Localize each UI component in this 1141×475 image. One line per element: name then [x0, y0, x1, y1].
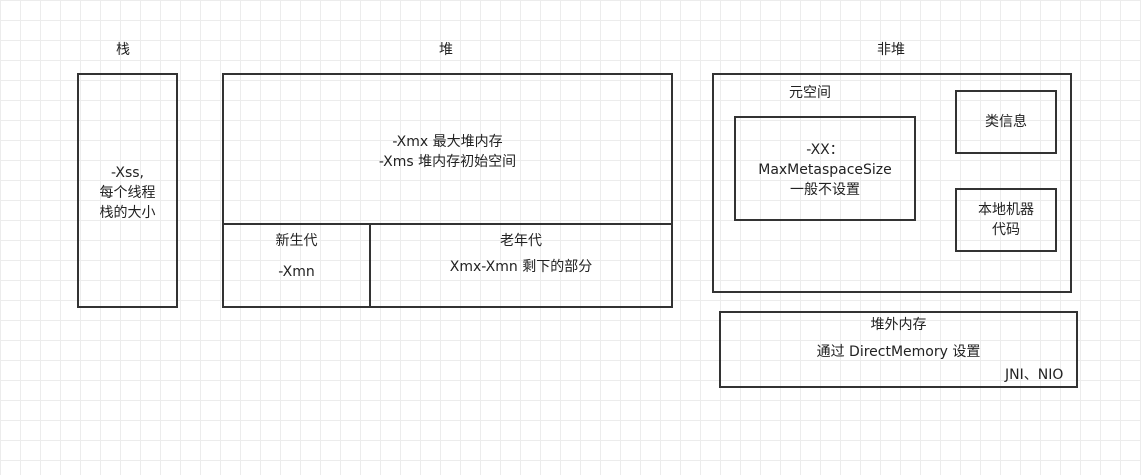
metaspace-setting-line: -XX： [806, 142, 844, 158]
metaspace-setting-box: -XX： MaxMetaspaceSize 一般不设置 [734, 116, 916, 221]
heap-main-line: -Xmx 最大堆内存 [392, 134, 503, 150]
class-info-label: 类信息 [985, 114, 1027, 130]
heap-main-desc: -Xmx 最大堆内存 -Xms 堆内存初始空间 [224, 132, 671, 172]
native-code-line: 代码 [992, 222, 1020, 238]
young-gen-param: -Xmn [278, 264, 315, 280]
metaspace-title: 元空间 [789, 85, 831, 101]
stack-desc-line: 每个线程 [99, 185, 156, 201]
heap-vertical-divider [369, 223, 371, 308]
stack-box: -Xss, 每个线程 栈的大小 [77, 73, 178, 308]
native-code-line: 本地机器 [978, 202, 1034, 218]
heap-main-line: -Xms 堆内存初始空间 [378, 154, 517, 170]
offheap-note: JNI、NIO [1005, 367, 1064, 383]
offheap-desc: 通过 DirectMemory 设置 [816, 344, 981, 360]
offheap-title: 堆外内存 [870, 317, 927, 333]
metaspace-setting-desc: -XX： MaxMetaspaceSize 一般不设置 [736, 140, 914, 200]
nonheap-box [712, 73, 1072, 293]
native-code-label: 本地机器 代码 [957, 200, 1055, 240]
old-gen-desc: Xmx-Xmn 剩下的部分 [449, 259, 593, 275]
nonheap-title: 非堆 [877, 42, 905, 58]
stack-desc-line: -Xss, [111, 165, 144, 181]
stack-desc: -Xss, 每个线程 栈的大小 [79, 163, 176, 223]
old-gen-title: 老年代 [500, 233, 542, 249]
heap-box: -Xmx 最大堆内存 -Xms 堆内存初始空间 [222, 73, 673, 308]
native-code-box: 本地机器 代码 [955, 188, 1057, 252]
metaspace-setting-line: MaxMetaspaceSize [758, 162, 892, 178]
stack-desc-line: 栈的大小 [99, 205, 156, 221]
heap-horizontal-divider [222, 223, 673, 225]
young-gen-title: 新生代 [275, 233, 318, 249]
heap-title: 堆 [439, 42, 453, 58]
stack-title: 栈 [116, 42, 130, 58]
metaspace-setting-line: 一般不设置 [790, 182, 860, 198]
offheap-box: 堆外内存 通过 DirectMemory 设置 JNI、NIO [719, 311, 1078, 388]
class-info-box: 类信息 [955, 90, 1057, 154]
